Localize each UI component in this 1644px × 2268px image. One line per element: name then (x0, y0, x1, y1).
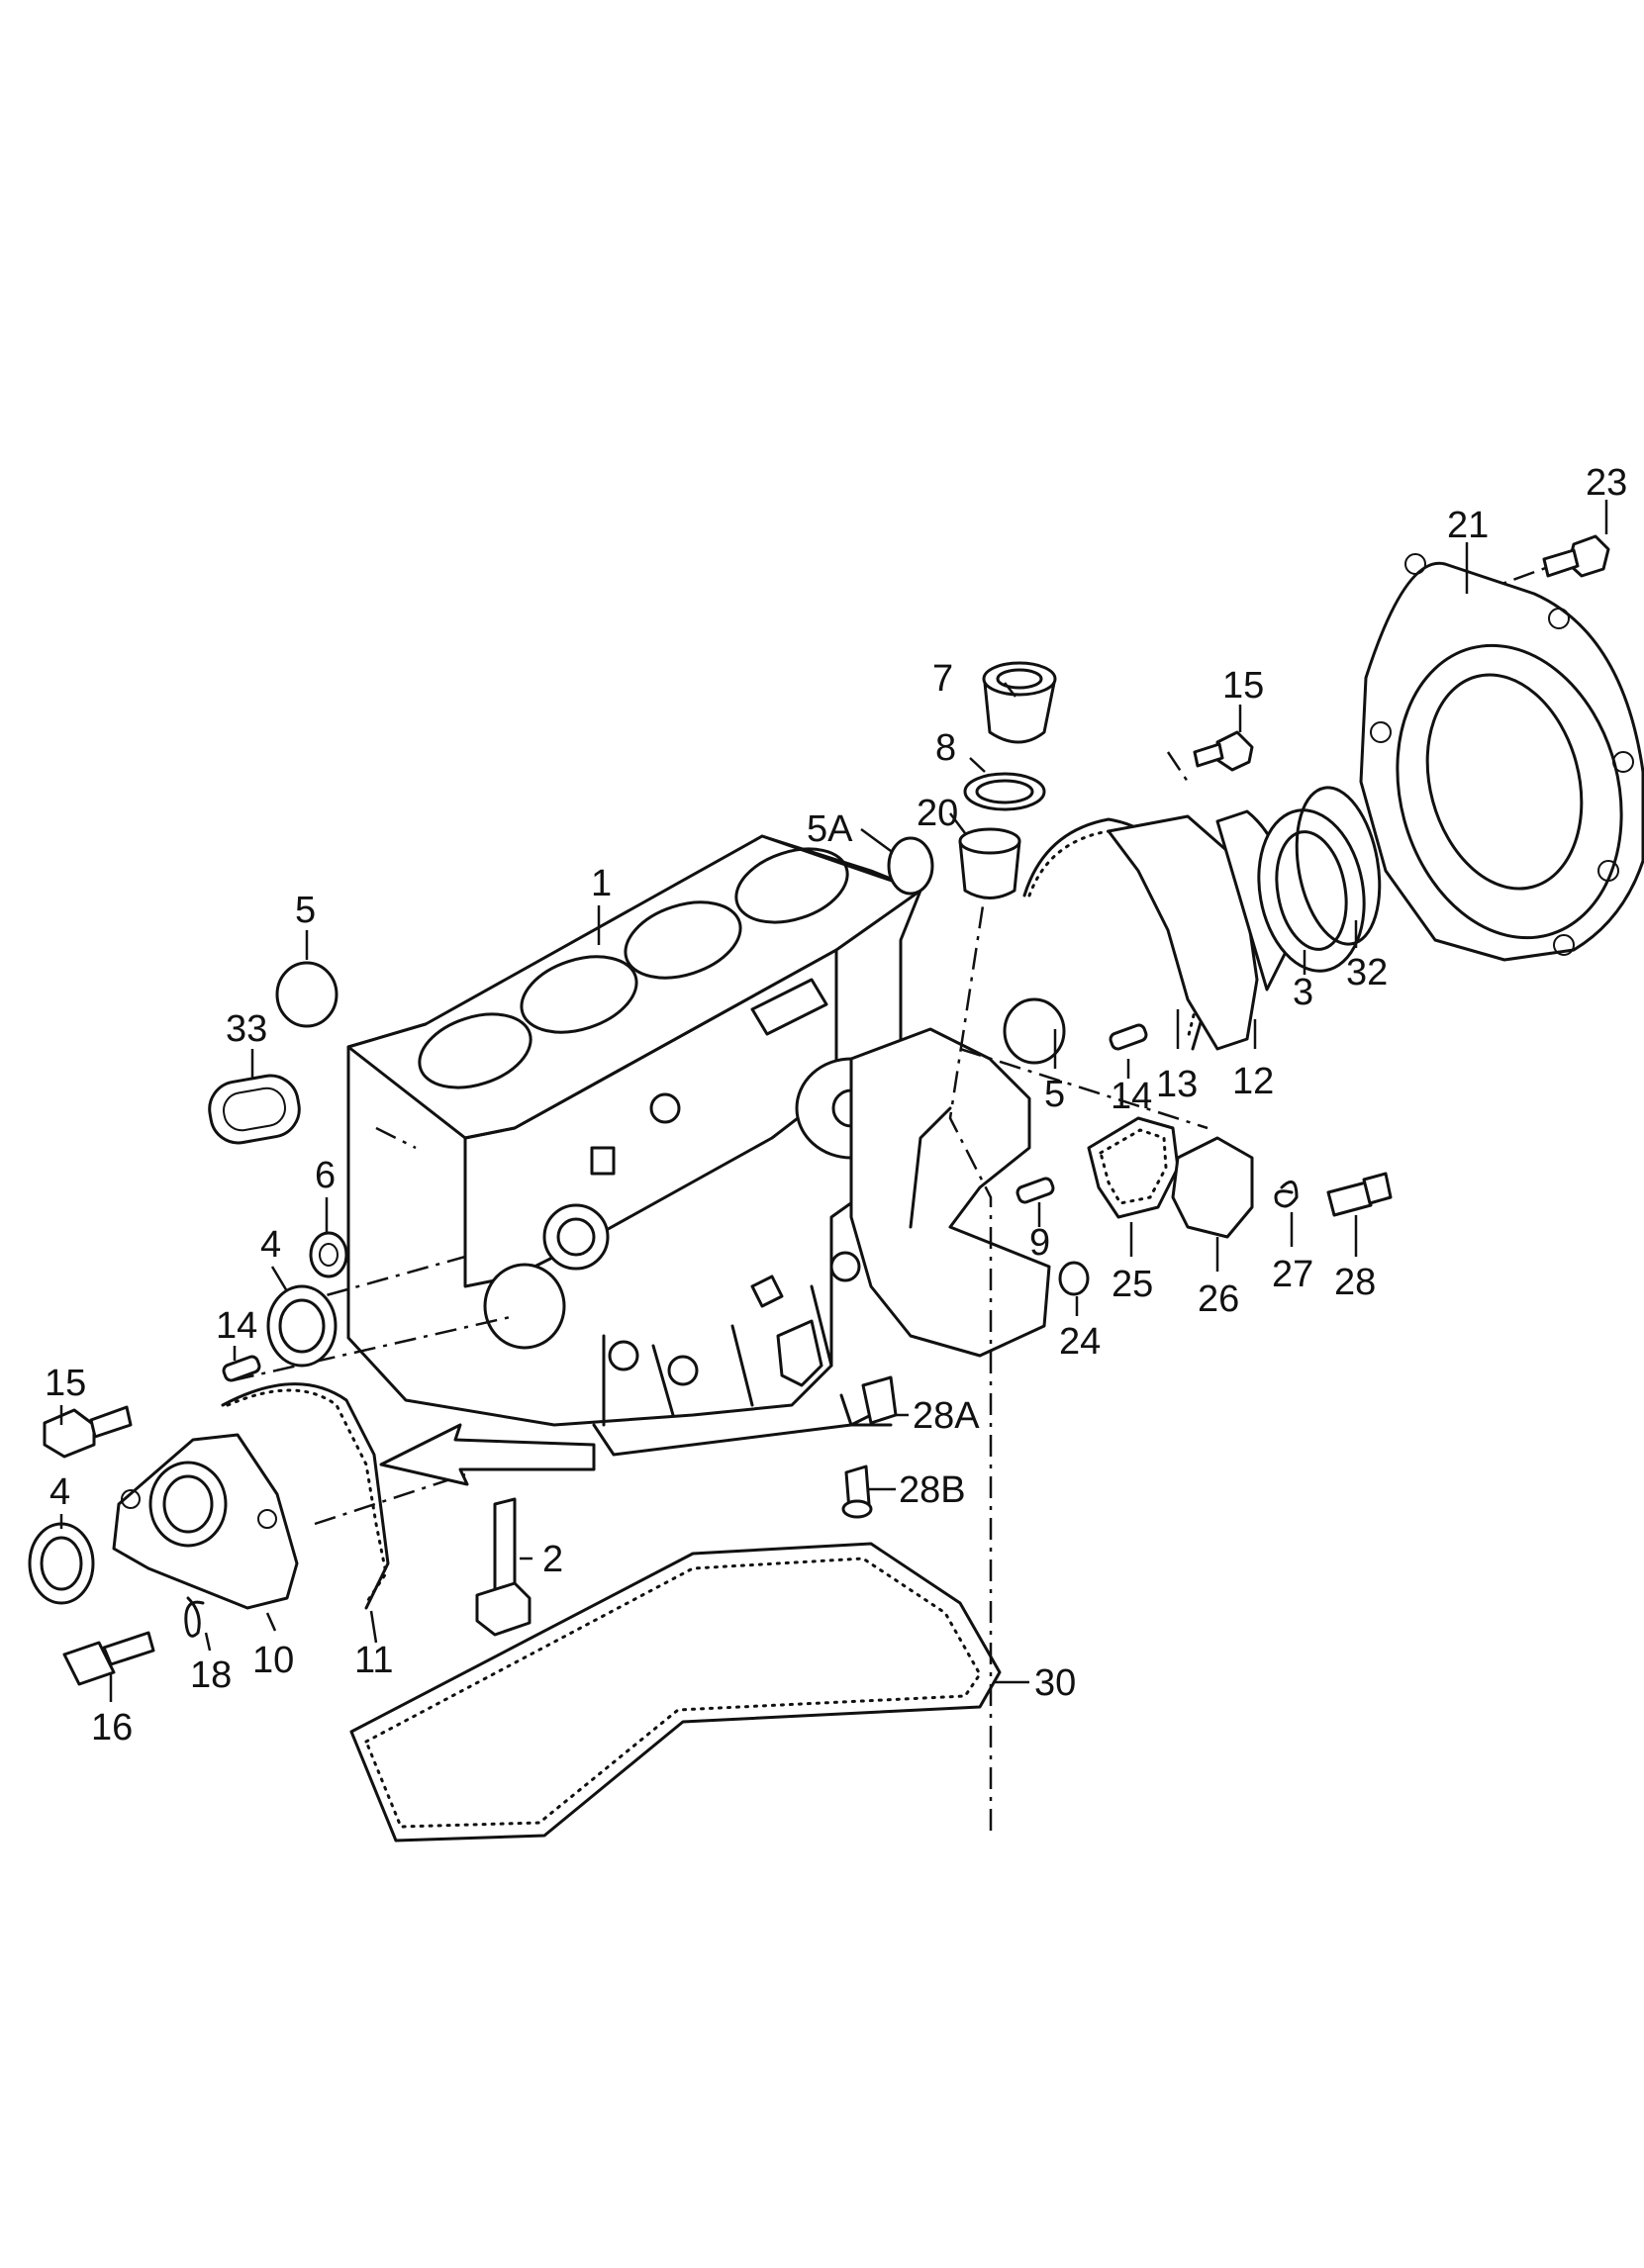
left-seals (28, 1231, 348, 1605)
callout-1: 1 (591, 863, 612, 904)
leader-lines (59, 500, 1608, 1702)
oil-filler-parts (958, 661, 1057, 899)
callout-4-left-lower: 4 (49, 1471, 70, 1513)
part-5-plug-left (275, 961, 338, 1028)
callout-14-left: 14 (216, 1305, 257, 1347)
engine-block (346, 834, 1051, 1457)
callout-24: 24 (1059, 1321, 1101, 1363)
callout-9: 9 (1029, 1222, 1050, 1264)
callout-labels: 1 2 3 4 4 5 5 5A 6 7 8 9 10 11 12 13 14 … (45, 462, 1627, 1748)
callout-13: 13 (1156, 1064, 1198, 1105)
callout-7: 7 (932, 658, 953, 700)
callout-5A: 5A (807, 808, 853, 850)
callout-28A: 28A (913, 1395, 980, 1437)
callout-15-left: 15 (45, 1363, 86, 1404)
indicator-arrow (379, 1423, 596, 1486)
callout-21: 21 (1447, 505, 1489, 546)
callout-8: 8 (935, 727, 956, 769)
assembly-centerlines (232, 552, 1585, 1831)
callout-26: 26 (1198, 1278, 1239, 1320)
part-14-pin-right (1109, 1023, 1148, 1051)
callout-28B: 28B (899, 1469, 966, 1511)
callout-5-right: 5 (1044, 1074, 1065, 1115)
callout-32: 32 (1346, 952, 1388, 993)
callout-14-right: 14 (1111, 1076, 1152, 1117)
callout-33: 33 (226, 1008, 267, 1050)
callout-2: 2 (542, 1539, 563, 1580)
callout-15-right: 15 (1222, 665, 1264, 707)
rear-seal-assembly (1022, 786, 1382, 1051)
callout-3: 3 (1293, 972, 1313, 1013)
part-33-gasket (208, 1074, 301, 1145)
callout-28: 28 (1334, 1262, 1376, 1303)
part-14-pin-left (222, 1355, 261, 1382)
front-seal-flange (112, 1382, 390, 1610)
callout-16: 16 (91, 1707, 133, 1748)
callout-4-left-upper: 4 (260, 1224, 281, 1266)
right-side-parts (1058, 1116, 1393, 1296)
callout-12: 12 (1232, 1061, 1274, 1102)
bolts-left (43, 1405, 532, 1686)
callout-23: 23 (1586, 462, 1627, 504)
part-5-plug-right (1003, 997, 1066, 1065)
parts-28A-28B (839, 1375, 898, 1519)
callout-10: 10 (252, 1640, 294, 1681)
callout-6: 6 (315, 1155, 336, 1196)
callout-11: 11 (354, 1640, 393, 1681)
callout-18: 18 (190, 1654, 232, 1696)
part-5A-plug (887, 836, 934, 896)
part-21-rear-plate (1193, 534, 1644, 962)
callout-5-left: 5 (295, 890, 316, 931)
callout-25: 25 (1112, 1264, 1153, 1305)
callout-27: 27 (1272, 1254, 1313, 1295)
callout-30: 30 (1034, 1662, 1076, 1704)
part-30-oil-pan-gasket (349, 1542, 1002, 1843)
part-9-pin (1015, 1177, 1055, 1204)
callout-20: 20 (917, 793, 958, 834)
